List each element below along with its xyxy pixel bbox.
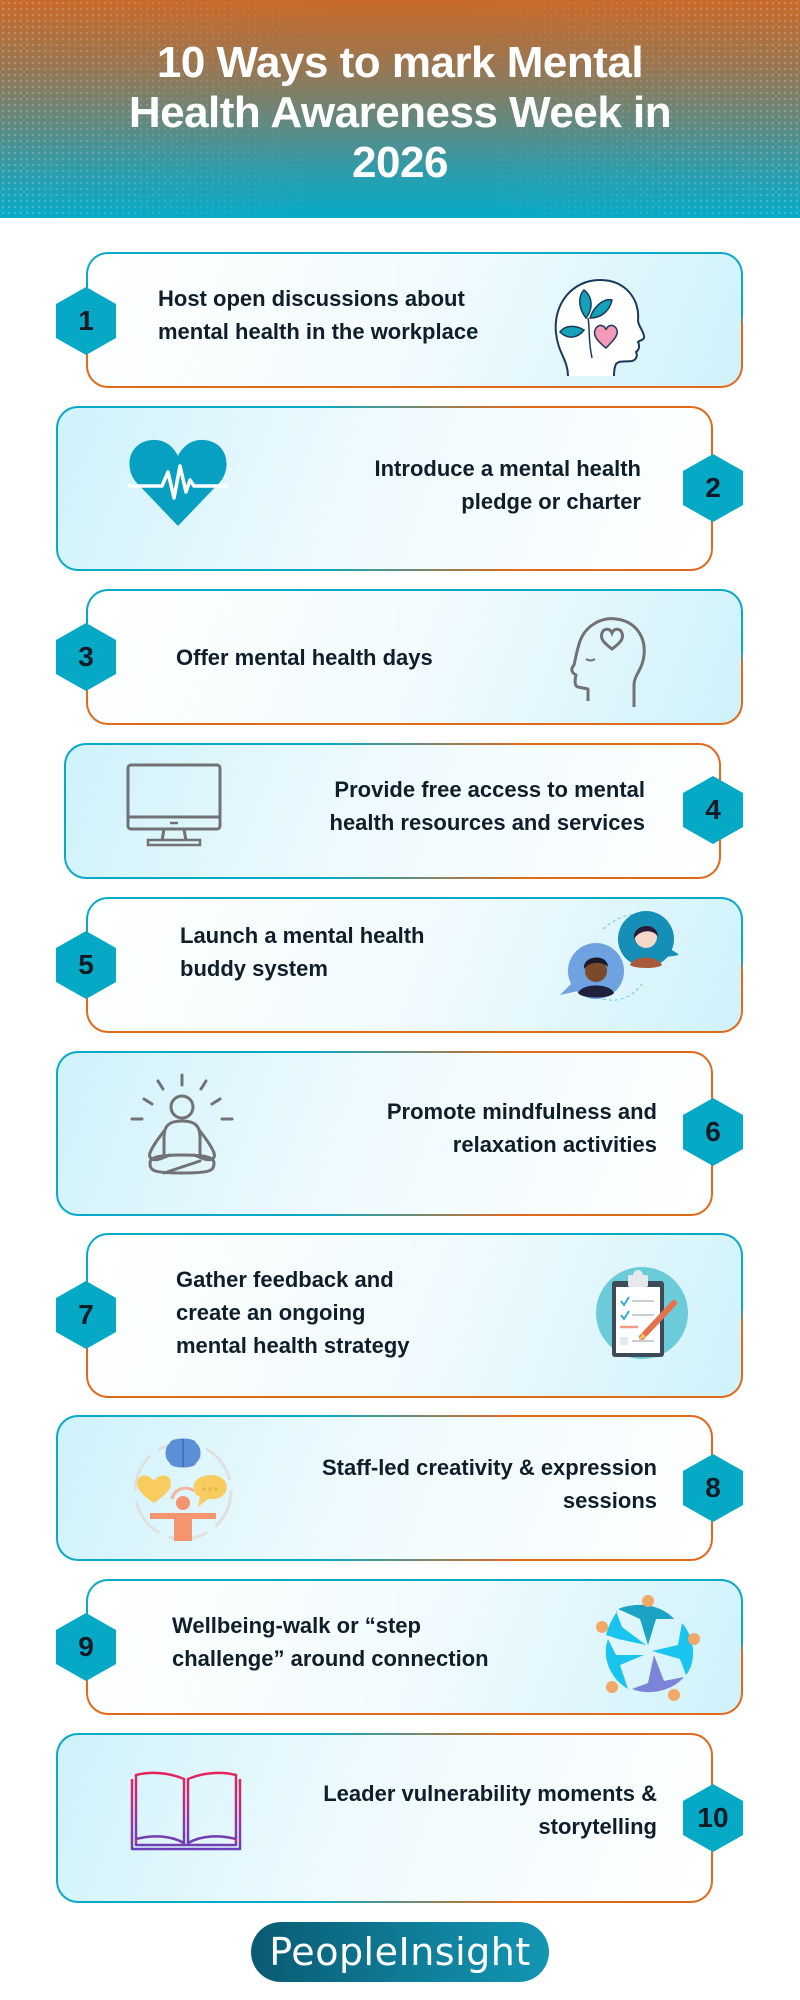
peopleinsight-logo: PeopleInsight [251, 1922, 549, 1982]
heart-heartbeat-icon [128, 439, 228, 526]
number-badge-10: 10 [683, 1784, 743, 1852]
item-card-3: Offer mental health days [86, 589, 743, 725]
meditation-icon [130, 1073, 234, 1175]
buddy-chat-icon [560, 911, 678, 1001]
title-line-2: Health Awareness Week in [128, 88, 672, 137]
header-banner: 10 Ways to mark Mental Health Awareness … [0, 0, 800, 218]
logo-text: PeopleInsight [269, 1930, 531, 1974]
clipboard-checklist-icon [596, 1267, 688, 1359]
people-circle-icon [596, 1595, 700, 1701]
head-heart-outline-icon [570, 617, 646, 707]
item-text-10: Leader vulnerability moments &storytelli… [323, 1781, 657, 1839]
dot-pattern-right [470, 0, 800, 218]
number-badge-1: 1 [56, 287, 116, 355]
head-leaves-heart-icon [554, 278, 646, 377]
number-badge-6: 6 [683, 1098, 743, 1166]
creativity-expression-icon [133, 1438, 233, 1541]
number-badge-7: 7 [56, 1281, 116, 1349]
open-book-icon [130, 1771, 242, 1851]
page-title: 10 Ways to mark Mental Health Awareness … [0, 38, 800, 188]
item-text-3: Offer mental health days [176, 645, 433, 670]
number-badge-9: 9 [56, 1613, 116, 1681]
number-badge-2: 2 [683, 454, 743, 522]
monitor-icon [126, 763, 222, 847]
number-badge-8: 8 [683, 1454, 743, 1522]
item-card-10: Leader vulnerability moments &storytelli… [56, 1733, 713, 1903]
dot-pattern-left [0, 0, 330, 218]
title-line-3: 2026 [352, 138, 448, 187]
title-line-1: 10 Ways to mark Mental [156, 38, 644, 87]
